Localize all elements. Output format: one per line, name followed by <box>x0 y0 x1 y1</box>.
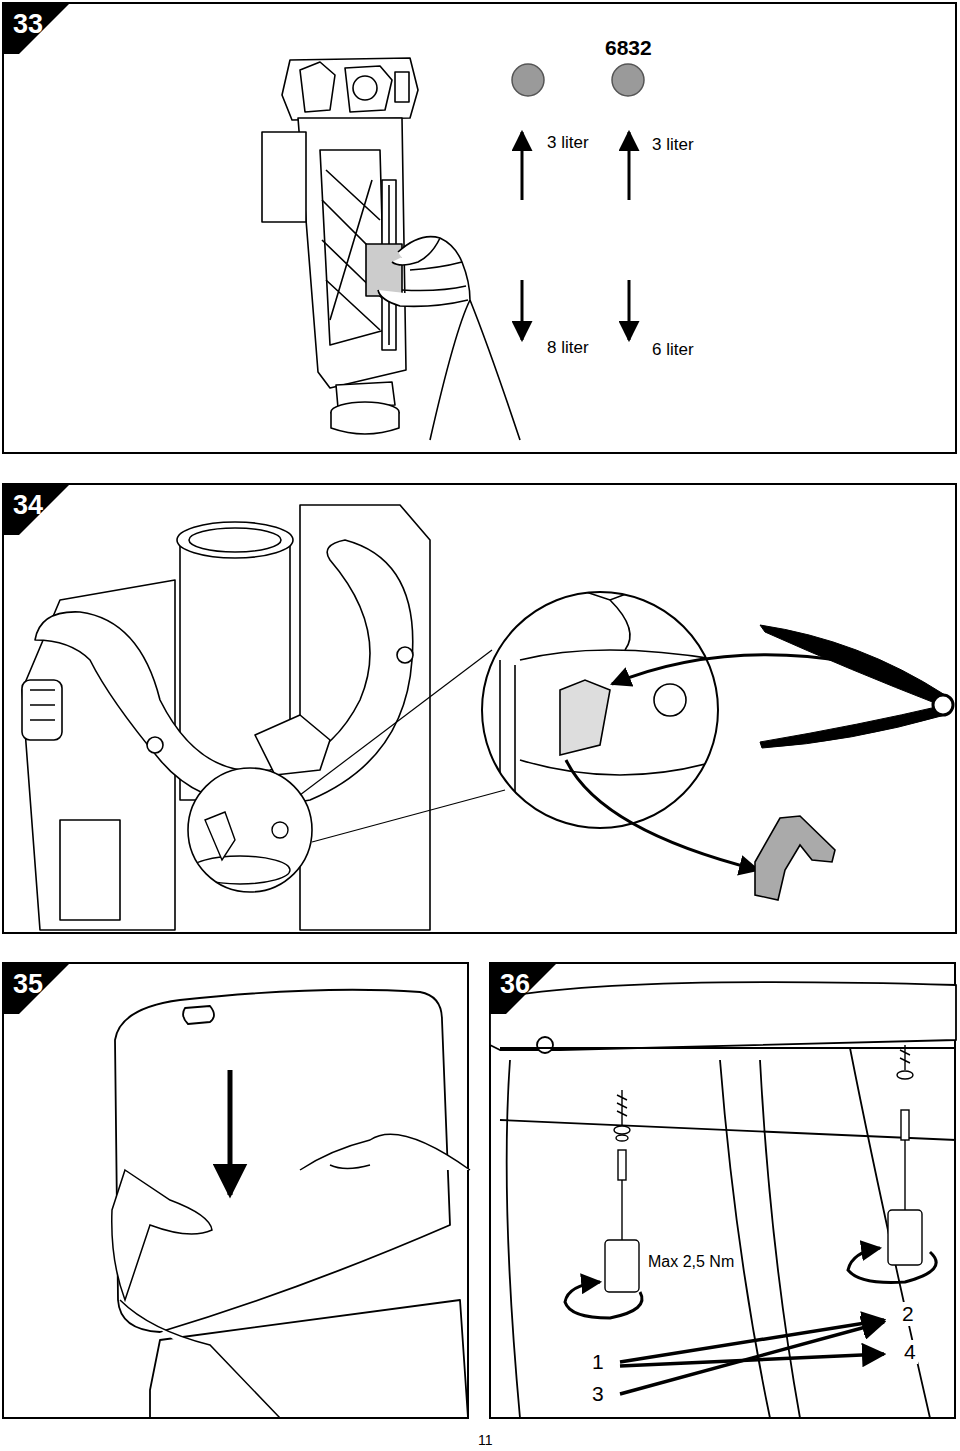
rotation-arrow <box>565 1248 936 1318</box>
step-panel <box>3 3 956 453</box>
hand <box>112 1170 280 1418</box>
step-badge: 34 <box>3 484 70 535</box>
badge-fill <box>490 963 557 1014</box>
detail-small <box>190 812 290 884</box>
screw <box>605 1045 922 1292</box>
callout-arrow <box>620 1320 884 1394</box>
valve-mechanism <box>22 505 430 930</box>
action-arrow <box>612 655 850 684</box>
detail-large <box>500 585 720 830</box>
hand <box>300 1134 470 1170</box>
action-arrow <box>566 760 758 870</box>
button-symbol <box>512 64 544 96</box>
step-number: 36 <box>500 969 531 1000</box>
torque-note: Max 2,5 Nm <box>646 1253 736 1271</box>
callout-number: 2 <box>900 1302 916 1326</box>
detail-circle <box>482 592 718 828</box>
callout-number: 1 <box>590 1350 606 1374</box>
cut-piece <box>755 816 835 900</box>
step-panel <box>3 484 956 933</box>
volume-label: 8 liter <box>545 338 591 358</box>
volume-label: 6 liter <box>650 340 696 360</box>
badge-fill <box>3 3 70 54</box>
flush-valve <box>262 58 418 434</box>
step-badge: 33 <box>3 3 70 54</box>
badge-fill <box>3 484 70 535</box>
toilet-base <box>490 982 956 1418</box>
button-symbol <box>612 64 644 96</box>
step-number: 35 <box>13 969 44 1000</box>
callout-number: 4 <box>902 1340 918 1364</box>
volume-label: 3 liter <box>545 133 591 153</box>
callout-number: 3 <box>590 1382 606 1406</box>
direction-arrow <box>228 1070 233 1195</box>
badge-fill <box>3 963 70 1014</box>
step-badge: 35 <box>3 963 70 1014</box>
step-panel <box>490 963 955 1418</box>
step-number: 33 <box>13 9 44 40</box>
leader-line <box>300 650 505 842</box>
volume-label: 3 liter <box>650 135 696 155</box>
hand <box>378 237 520 440</box>
scissors <box>760 625 953 748</box>
page-number: 11 <box>476 1432 495 1448</box>
volume-arrow <box>522 132 629 340</box>
step-badge: 36 <box>490 963 557 1014</box>
step-panel <box>3 963 468 1418</box>
step-number: 34 <box>13 490 44 521</box>
model-number: 6832 <box>603 36 654 60</box>
